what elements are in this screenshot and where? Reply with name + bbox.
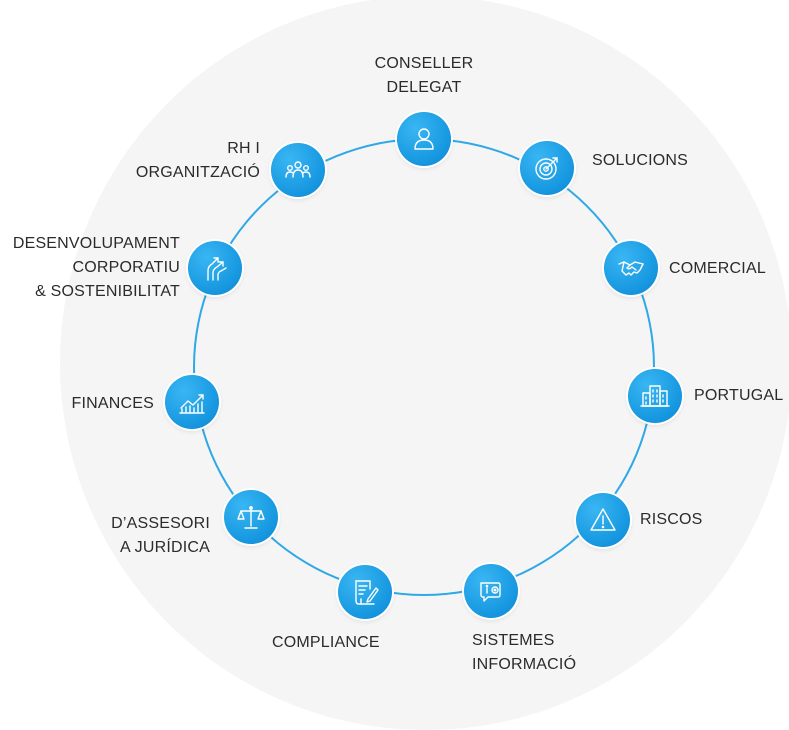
label-line: PORTUGAL [694,387,784,404]
label-comercial: COMERCIAL [669,257,766,281]
scales-icon [237,506,265,529]
target-icon [535,157,558,180]
label-compliance: COMPLIANCE [272,631,380,655]
label-desenvolupament: DESENVOLUPAMENT CORPORATIU & SOSTENIBILI… [0,232,180,304]
label-line: RH I [227,140,260,157]
buildings-icon [640,385,670,407]
label-conseller: CONSELLER DELEGAT [354,52,494,100]
label-line: INFORMACIÓ [472,656,577,673]
hands-growth-icon [207,257,227,281]
team-icon [285,161,311,178]
node-assessoria [224,490,278,544]
label-line: CONSELLER [374,55,474,72]
label-line: SOLUCIONS [592,152,689,169]
label-line: D’ASSESORI [111,515,210,532]
node-desenvolupament [188,241,242,295]
info-chat-icon [480,582,501,602]
label-line: ORGANITZACIÓ [135,164,260,181]
label-line: RISCOS [640,511,703,528]
node-portugal [628,369,682,423]
node-finances [165,375,219,429]
label-assessoria: D’ASSESORI A JURÍDICA [60,512,210,560]
growth-chart-icon [179,394,205,414]
label-solucions: SOLUCIONS [592,149,688,173]
label-sistemes: SISTEMES INFORMACIÓ [472,629,576,677]
label-rh: RH I ORGANITZACIÓ [110,137,260,185]
node-compliance [338,565,392,619]
node-comercial [604,241,658,295]
person-icon [414,128,434,150]
label-line: FINANCES [71,395,154,412]
label-line: DELEGAT [386,79,462,96]
node-sistemes [464,564,518,618]
label-line: COMERCIAL [669,260,766,277]
label-line: A JURÍDICA [119,539,210,556]
label-line: DESENVOLUPAMENT [12,235,180,252]
warning-icon [590,508,616,531]
handshake-icon [618,261,644,276]
document-pen-icon [355,580,379,605]
label-line: CORPORATIU [72,259,180,276]
node-conseller [397,112,451,166]
node-riscos [576,493,630,547]
label-riscos: RISCOS [640,508,703,532]
label-portugal: PORTUGAL [694,384,783,408]
label-line: COMPLIANCE [272,634,380,651]
label-finances: FINANCES [40,392,154,416]
label-line: & SOSTENIBILITAT [35,283,180,300]
node-rh [271,143,325,197]
label-line: SISTEMES [472,632,555,649]
node-solucions [520,141,574,195]
